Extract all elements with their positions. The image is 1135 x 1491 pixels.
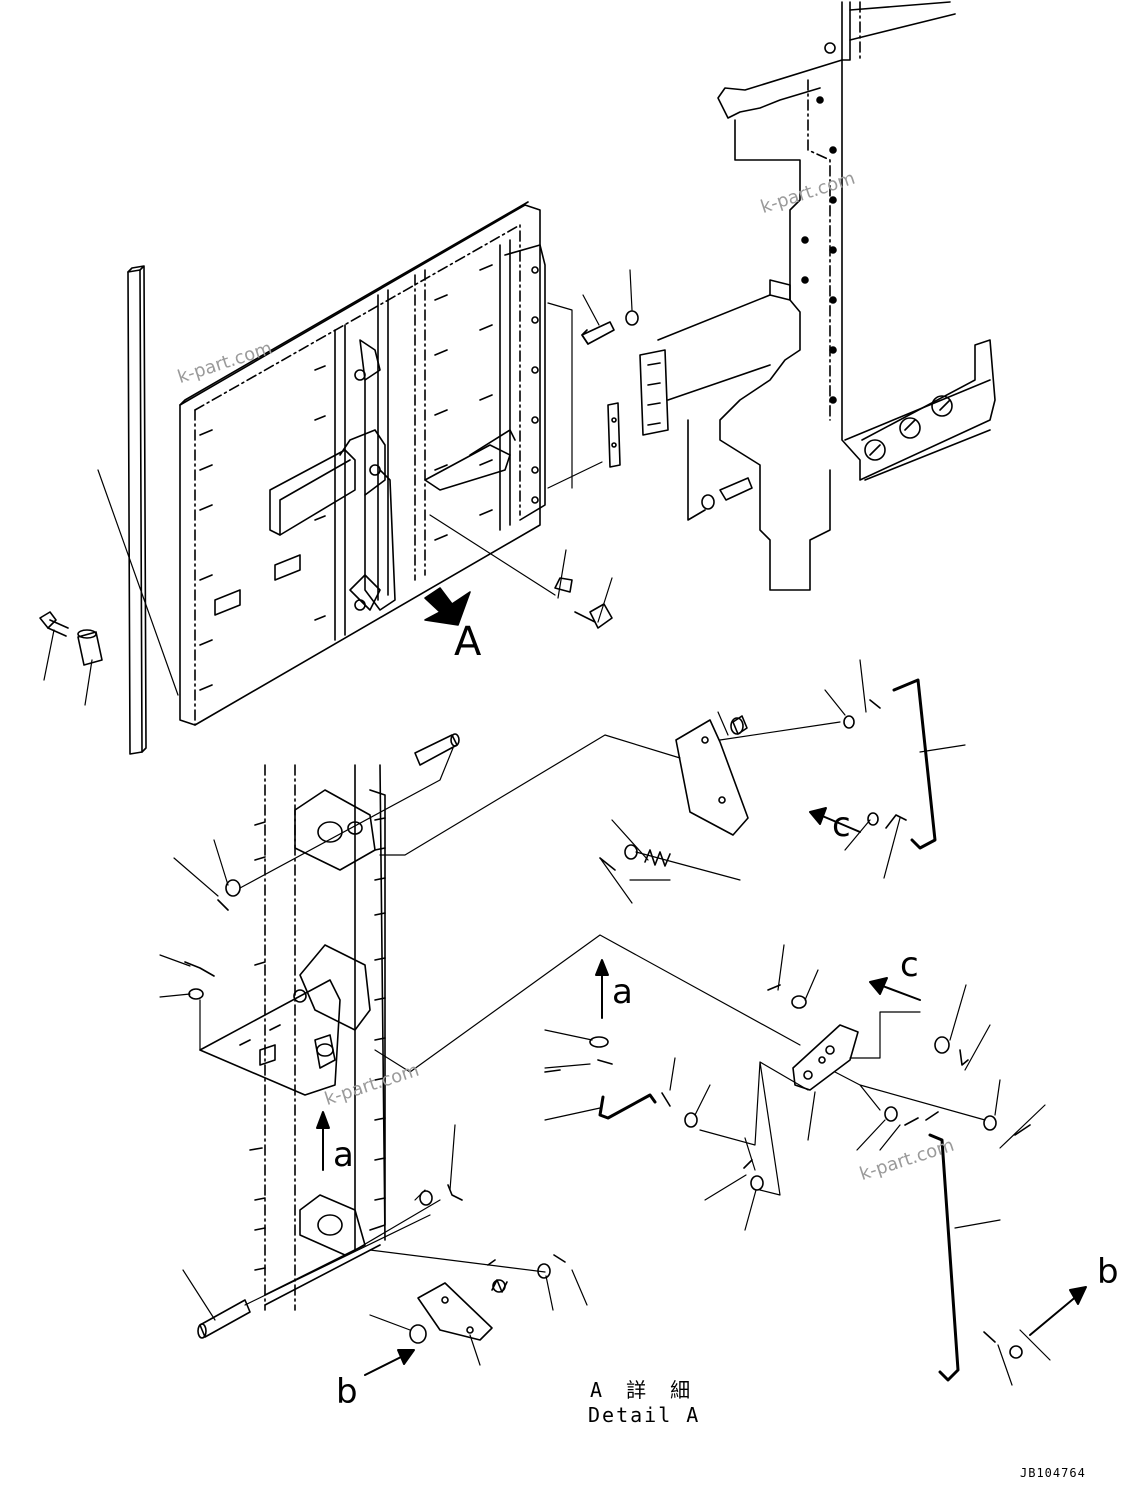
detail-a-frame [199, 764, 386, 1311]
caption-japanese: A 詳 細 [590, 1378, 697, 1402]
view-a-arrow [424, 587, 471, 626]
view-a-label: A [454, 619, 482, 665]
arrow-a-label-left: a [333, 1135, 354, 1175]
leader-lines [43, 269, 1051, 1386]
arrow-b-label-right: b [1097, 1252, 1119, 1292]
direction-arrows [316, 807, 1087, 1376]
arrow-c-label-lower: c [900, 945, 919, 985]
hinge-assembly [581, 294, 771, 521]
door-panel [179, 201, 546, 726]
door-small-parts [39, 265, 613, 755]
arrow-a-label-right: a [612, 972, 633, 1012]
cab-frame-outline [717, 1, 996, 591]
arrow-c-label-upper: c [832, 805, 851, 845]
drawing-code: JB104764 [1020, 1466, 1086, 1480]
caption-english: Detail A [588, 1403, 701, 1427]
arrow-b-label-left: b [336, 1372, 358, 1412]
detail-a-parts [184, 678, 1031, 1382]
